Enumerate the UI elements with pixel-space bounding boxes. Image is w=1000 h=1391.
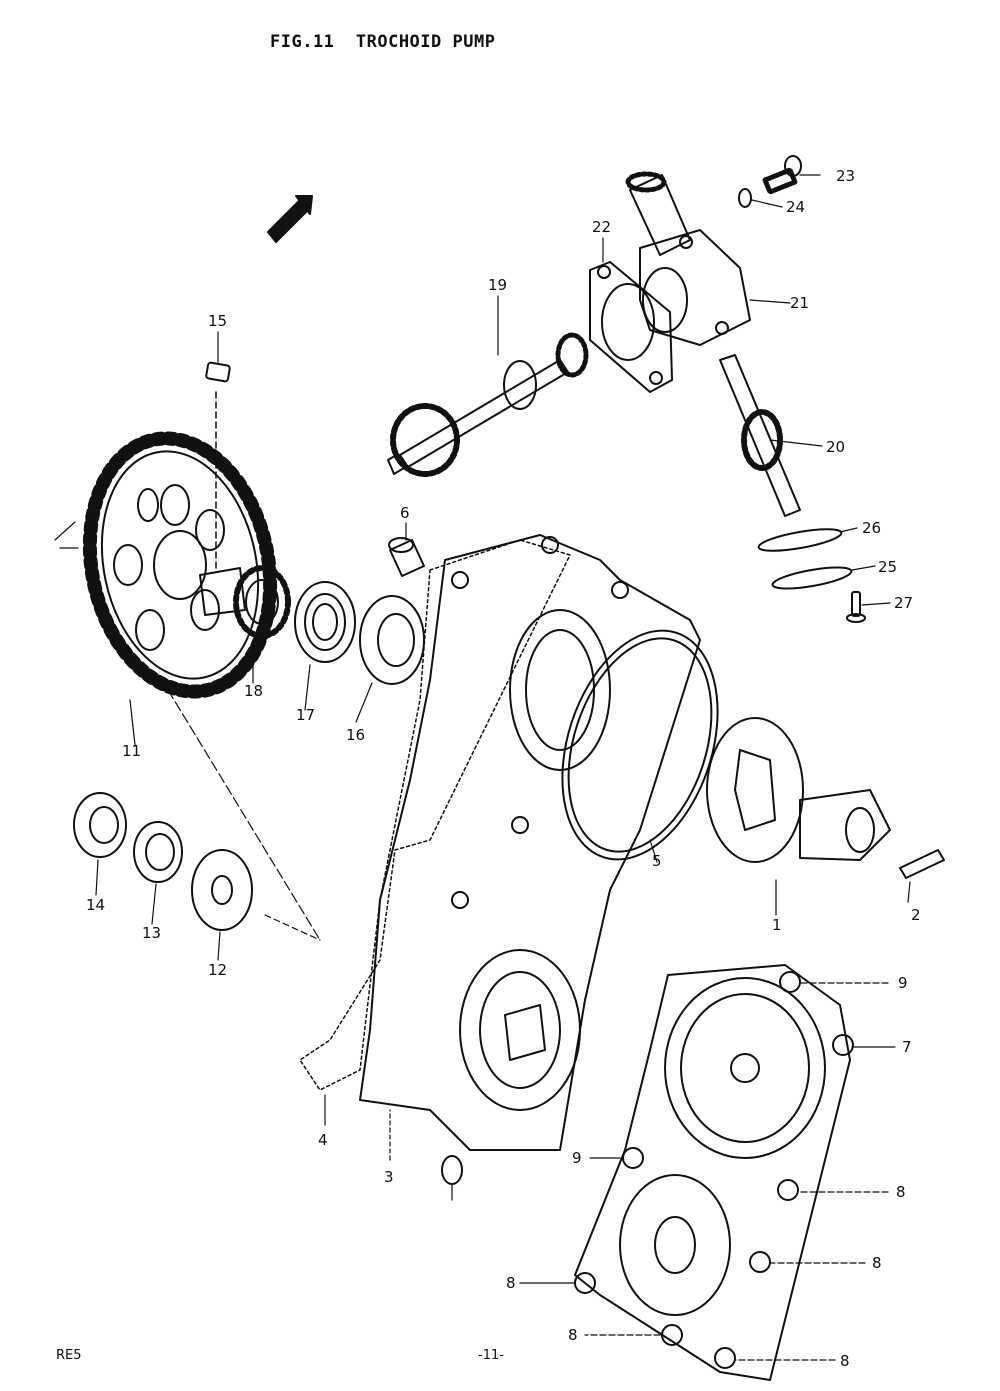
part-23-screw [762, 155, 802, 195]
footer-left-mark: RE5 [56, 1348, 82, 1363]
callout-8-c: 8 [506, 1274, 516, 1292]
callout-5: 5 [652, 852, 662, 870]
part-4-pump-case [359, 534, 701, 1151]
callout-20: 20 [826, 438, 845, 456]
callout-17: 17 [296, 706, 315, 724]
part-13-lock-washer [133, 821, 183, 883]
small-washer [441, 1155, 463, 1185]
callout-6: 6 [400, 504, 410, 522]
part-20-driven-gear-shaft [719, 354, 801, 517]
callout-21: 21 [790, 294, 809, 312]
callout-16: 16 [346, 726, 365, 744]
callout-9-lower: 9 [572, 1149, 582, 1167]
callout-8-e: 8 [840, 1352, 850, 1370]
callout-7: 7 [902, 1038, 912, 1056]
callout-24: 24 [786, 198, 805, 216]
callout-18: 18 [244, 682, 263, 700]
part-5-o-ring [561, 629, 719, 861]
part-11-driven-gear [82, 431, 278, 699]
pump-cover-plate [574, 964, 854, 1381]
part-24-washer [738, 188, 752, 208]
callout-8-b: 8 [872, 1254, 882, 1272]
callout-25: 25 [878, 558, 897, 576]
part-17-oil-seal [294, 581, 356, 663]
callout-3: 3 [384, 1168, 394, 1186]
callout-9-upper: 9 [898, 974, 908, 992]
callout-4: 4 [318, 1131, 328, 1149]
callout-13: 13 [142, 924, 161, 942]
part-3-case-gasket [299, 539, 571, 1091]
part-14-nut [73, 792, 127, 858]
figure-title: FIG.11 TROCHOID PUMP [270, 32, 496, 52]
part-27-bolt [846, 591, 866, 623]
callout-19: 19 [488, 276, 507, 294]
callout-23: 23 [836, 167, 855, 185]
callout-8-d: 8 [568, 1326, 578, 1344]
callout-2: 2 [911, 906, 921, 924]
part-26-thrust-washer [757, 528, 843, 552]
callout-15: 15 [208, 312, 227, 330]
callout-8-a: 8 [896, 1183, 906, 1201]
part-18-shaft-gear [199, 391, 291, 639]
part-15-key [205, 361, 231, 383]
callout-1: 1 [772, 916, 782, 934]
part-16-bearing [359, 595, 425, 685]
leader-lines [54, 174, 911, 1361]
callout-labels: 23 24 21 22 19 15 20 26 25 27 6 18 17 16… [86, 167, 921, 1370]
part-22-gasket [589, 261, 673, 393]
part-25-washer [771, 566, 853, 590]
callout-26: 26 [862, 519, 881, 537]
front-arrow-icon [267, 195, 313, 243]
part-21-gear-housing [625, 171, 751, 346]
part-19-drive-gear-shaft [387, 332, 589, 477]
page-number: -11- [478, 1348, 504, 1363]
callout-14: 14 [86, 896, 105, 914]
callout-22: 22 [592, 218, 611, 236]
callout-12: 12 [208, 961, 227, 979]
part-1-rotor-assembly [706, 717, 891, 863]
part-2-pin [899, 849, 945, 879]
part-6-dowel-pin [388, 537, 425, 577]
part-12-washer [191, 849, 253, 931]
callout-11: 11 [122, 742, 141, 760]
callout-27: 27 [894, 594, 913, 612]
